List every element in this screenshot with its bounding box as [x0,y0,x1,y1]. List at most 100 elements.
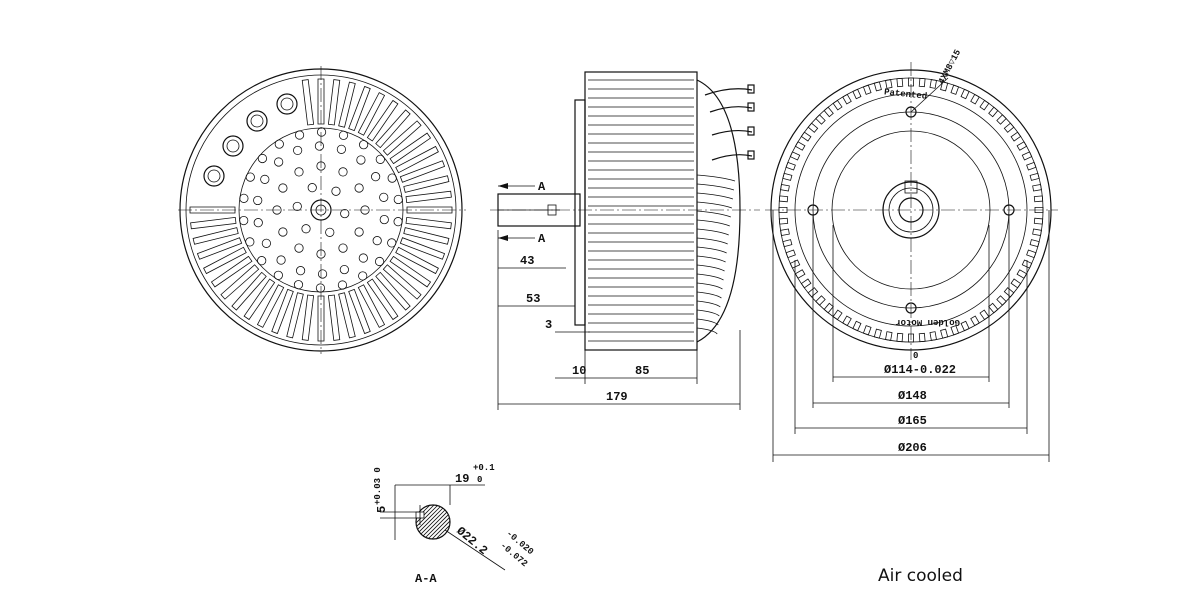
cooling-slot [196,237,243,260]
rear-tooth [908,333,914,343]
cap-line [696,183,735,191]
cooling-slot [382,120,422,156]
dim-165: Ø165 [898,414,927,428]
vent-hole [354,183,364,193]
vent-hole [278,183,288,193]
vent-hole [257,256,267,266]
cap-line [696,327,718,335]
rear-tooth [1016,141,1028,151]
rear-tooth [823,106,834,118]
cap-line [696,246,727,254]
vent-hole [292,201,302,212]
vent-hole [239,215,249,226]
dim-148: Ø148 [898,389,927,403]
cooling-slot [220,264,260,300]
hatch-line [420,505,450,539]
vent-hole [274,157,284,167]
vent-hole [315,283,326,293]
cooling-slot [389,255,432,288]
rear-tooth [960,88,970,100]
dim-key-width-tol: +0.03 0 [373,467,383,505]
rear-tooth [789,151,801,161]
cooling-slot [190,216,237,230]
cap-line [696,174,736,182]
cap-line [696,210,731,218]
cooling-slot [357,92,386,136]
vent-hole [294,243,304,253]
rear-tooth [918,77,926,88]
side-fins [588,79,694,342]
dim-key-depth: 19 [455,472,469,486]
hatch-line [424,505,450,539]
vent-hole [393,217,403,227]
rear-tooth [960,320,970,332]
rear-tooth [832,309,843,321]
section-aa: 5 +0.03 0 19 +0.1 0 Ø22.2 -0.020 -0.072 … [373,463,535,586]
vent-hole [372,236,382,246]
section-mark-bottom: A [538,232,546,246]
dim-206: Ø206 [898,441,927,455]
cooling-slot [366,278,399,321]
rear-tooth [979,309,990,321]
cooling-slot [203,246,247,275]
hatch-line [416,505,446,539]
vent-hole [314,141,325,151]
cooling-slot [406,206,453,214]
rear-tooth [807,122,819,133]
rear-tooth [1029,172,1040,181]
cooling-slot [405,216,452,230]
hatch-line [416,505,450,539]
rear-tooth [862,325,872,336]
vent-hole [245,237,255,247]
rear-tooth [873,328,882,339]
cap-line [696,291,722,299]
section-mark-top: A [538,180,546,194]
vent-hole [331,186,341,196]
cooling-slot [348,85,371,132]
cooling-slot [231,271,267,311]
rear-tooth [782,239,793,248]
cap-line [696,201,732,209]
vent-hole [294,130,305,140]
rear-tooth [940,328,949,339]
rear-tooth [896,77,904,88]
hatch-line [416,505,438,539]
vent-hole [337,280,348,290]
rear-view: 4XM8▽15 Patented Golden Motor 0 Ø114-0.0… [765,48,1058,462]
rear-tooth [1032,228,1042,236]
vent-hole [359,140,369,150]
hatch-line [428,505,450,539]
dim-179: 179 [606,390,628,404]
rear-tooth [1033,217,1044,225]
rear-tooth [950,325,960,336]
cooling-slot [375,271,411,311]
vent-hole [356,155,366,165]
patented-text: Patented [884,87,928,101]
hatch-line [416,505,442,539]
dim-43: 43 [520,254,534,268]
hatch-line [416,505,450,539]
cooling-slot [366,99,399,142]
hatch-line [416,505,450,539]
vent-hole [293,280,304,290]
cooling-slot [375,109,411,149]
rear-cap-lines [696,174,736,335]
rear-tooth [929,331,937,341]
rear-tooth [970,93,980,105]
rear-tooth [823,302,834,314]
rear-tooth [988,106,999,118]
rear-tooth [780,228,790,236]
thread-callout: 4XM8▽15 [937,48,964,86]
vent-hole [338,243,348,253]
cap-line [696,282,723,290]
cooling-slot [301,79,315,126]
brand-text: Golden Motor [895,317,960,327]
rear-tooth [832,99,843,111]
cap-line [696,255,726,263]
cooling-slot [210,255,253,288]
vent-hole [379,192,389,202]
vent-hole [371,172,381,182]
rear-tooth [842,315,852,327]
cooling-slot [399,160,446,183]
rear-tooth [778,206,788,214]
